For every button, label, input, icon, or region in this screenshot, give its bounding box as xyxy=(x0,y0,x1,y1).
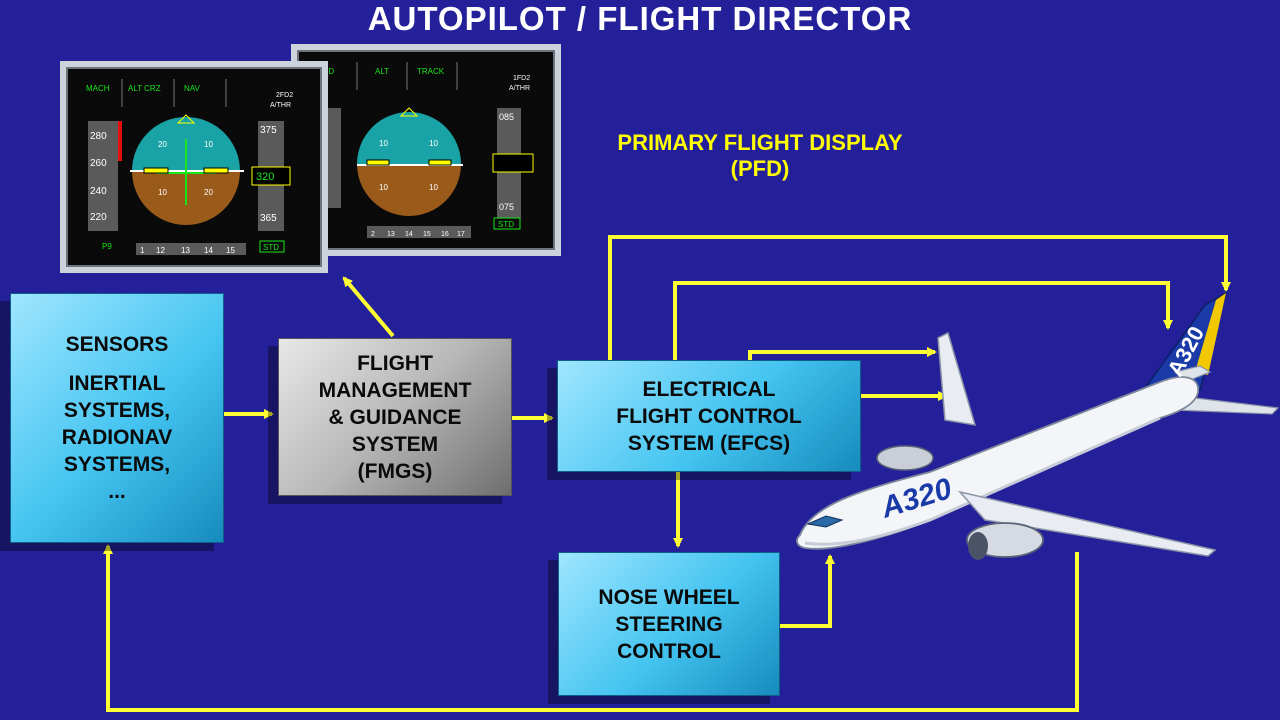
pfd-fma-text: ALT CRZ xyxy=(128,84,161,93)
heading-tick: 13 xyxy=(387,231,395,238)
box-line: MANAGEMENT xyxy=(318,378,472,402)
pitch-mark: 20 xyxy=(158,140,167,149)
heading-tick: 15 xyxy=(423,231,431,238)
pfd-fma-text: TRACK xyxy=(417,67,445,76)
box-line: CONTROL xyxy=(617,639,721,663)
speed-tick: 220 xyxy=(90,212,107,223)
pitch-mark: 10 xyxy=(379,183,388,192)
pfd-bottom-left-text: P9 xyxy=(102,242,112,251)
box-line: SYSTEM (EFCS) xyxy=(627,431,791,455)
heading-tick: 17 xyxy=(457,231,465,238)
box-line: & GUIDANCE xyxy=(328,405,462,429)
arrow-aircraft-to-sensors xyxy=(103,544,1079,712)
heading-tick: 14 xyxy=(405,231,413,238)
arrow-efcs-to-wing-upper xyxy=(748,347,937,360)
pfd-fma-text: ALT xyxy=(375,67,389,76)
alt-readout: 320 xyxy=(256,171,274,183)
alt-tick: 365 xyxy=(260,213,277,224)
box-line: FLIGHT CONTROL xyxy=(616,404,802,428)
box-line: RADIONAV xyxy=(61,426,173,449)
box-line: INERTIAL xyxy=(68,372,166,395)
box-line: FLIGHT xyxy=(357,351,433,375)
sensors-box: SENSORS INERTIAL SYSTEMS, RADIONAV SYSTE… xyxy=(10,293,224,543)
pfd-fma-text: NAV xyxy=(184,84,201,93)
arrow-efcs-to-tail-upper xyxy=(608,235,1231,360)
pitch-mark: 10 xyxy=(379,139,388,148)
heading-tick: 2 xyxy=(371,231,375,238)
alt-tick: 075 xyxy=(499,202,514,212)
speed-tick: 280 xyxy=(90,131,107,142)
heading-tick: 12 xyxy=(156,246,165,255)
pfd-fma-text: 1FD2 xyxy=(513,75,530,82)
box-line: SYSTEMS, xyxy=(63,453,171,476)
pfd-screen-left: MACH ALT CRZ NAV 2FD2 A/THR 280 260 240 … xyxy=(60,61,328,273)
pfd-fma-text: MACH xyxy=(86,84,110,93)
fmgs-box: FLIGHT MANAGEMENT & GUIDANCE SYSTEM (FMG… xyxy=(278,338,512,496)
box-line: NOSE WHEEL xyxy=(598,585,740,609)
box-line: ELECTRICAL xyxy=(642,377,776,401)
arrow-nws-to-nosegear xyxy=(778,554,835,628)
box-line: SYSTEM xyxy=(351,432,439,456)
heading-tick: 1 xyxy=(140,246,145,255)
pfd-fma-text: 2FD2 xyxy=(276,92,293,99)
pitch-mark: 10 xyxy=(429,139,438,148)
pitch-mark: 10 xyxy=(429,183,438,192)
heading-tick: 14 xyxy=(204,246,213,255)
std-label: STD xyxy=(498,220,514,229)
pfd-caption: PRIMARY FLIGHT DISPLAY (PFD) xyxy=(560,130,960,182)
speed-tick: 240 xyxy=(90,186,107,197)
pitch-mark: 20 xyxy=(204,188,213,197)
arrow-fmgs-to-pfd xyxy=(342,276,395,338)
heading-tick: 13 xyxy=(181,246,190,255)
box-line: SENSORS xyxy=(65,333,169,356)
box-line: (FMGS) xyxy=(357,459,433,483)
arrow-efcs-to-tail-lower xyxy=(673,281,1173,360)
pitch-mark: 10 xyxy=(158,188,167,197)
pfd-caption-line1: PRIMARY FLIGHT DISPLAY xyxy=(617,130,903,155)
alt-tick: 085 xyxy=(499,112,514,122)
pfd-fma-text: A/THR xyxy=(270,102,291,109)
pfd-left-display: MACH ALT CRZ NAV 2FD2 A/THR 280 260 240 … xyxy=(86,79,293,255)
alt-tick: 375 xyxy=(260,125,277,136)
pitch-mark: 10 xyxy=(204,140,213,149)
pfd-fma-text: A/THR xyxy=(509,85,530,92)
heading-tick: 15 xyxy=(226,246,235,255)
box-line: STEERING xyxy=(615,612,723,636)
nose-wheel-steering-box: NOSE WHEEL STEERING CONTROL xyxy=(558,552,780,696)
page-title: AUTOPILOT / FLIGHT DIRECTOR xyxy=(367,0,913,37)
speed-tick: 260 xyxy=(90,158,107,169)
heading-tick: 16 xyxy=(441,231,449,238)
pfd-caption-line2: (PFD) xyxy=(730,156,790,181)
std-label: STD xyxy=(263,243,279,252)
box-line: ... xyxy=(108,480,126,503)
box-line: SYSTEMS, xyxy=(63,399,171,422)
efcs-box: ELECTRICAL FLIGHT CONTROL SYSTEM (EFCS) xyxy=(557,360,861,472)
